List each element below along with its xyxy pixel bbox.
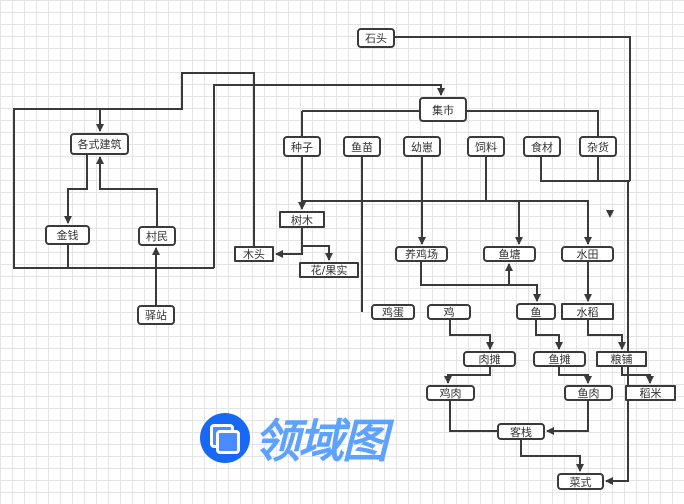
- edge: [13, 108, 104, 269]
- edge: [302, 110, 599, 136]
- node-ingredients[interactable]: 食材: [523, 136, 561, 157]
- node-buildings[interactable]: 各式建筑: [70, 133, 129, 155]
- node-money[interactable]: 金钱: [45, 225, 90, 245]
- edge: [213, 84, 445, 268]
- edge: [540, 157, 630, 182]
- node-seeds[interactable]: 种子: [283, 136, 321, 157]
- edge: [395, 36, 631, 181]
- watermark-logo-icon: [200, 413, 250, 463]
- node-dishes[interactable]: 菜式: [557, 473, 604, 490]
- node-wood[interactable]: 木头: [234, 246, 274, 262]
- node-fish[interactable]: 鱼: [516, 303, 556, 320]
- edge: [449, 320, 494, 350]
- node-cubs[interactable]: 幼崽: [403, 136, 441, 157]
- edge: [302, 245, 333, 261]
- edge: [605, 181, 629, 485]
- stray-arrow: [606, 210, 614, 218]
- edge: [621, 367, 654, 384]
- node-hidden1[interactable]: 鸡蛋: [371, 304, 415, 320]
- node-rice-plant[interactable]: 水稻: [561, 303, 614, 320]
- node-chicken-farm[interactable]: 养鸡场: [395, 246, 448, 262]
- edge: [558, 367, 592, 384]
- node-grain-shop[interactable]: 粮铺: [596, 351, 647, 367]
- node-chicken-meat[interactable]: 鸡肉: [426, 385, 475, 401]
- node-villagers[interactable]: 村民: [138, 226, 176, 246]
- node-feed[interactable]: 饲料: [467, 136, 505, 157]
- node-station[interactable]: 驿站: [137, 305, 175, 325]
- watermark: 领域图: [200, 405, 388, 471]
- node-paddy[interactable]: 水田: [561, 246, 614, 262]
- edge: [420, 262, 513, 286]
- edge: [64, 155, 88, 224]
- node-fry[interactable]: 鱼苗: [343, 136, 381, 157]
- node-fish-pond[interactable]: 鱼塘: [483, 246, 536, 262]
- node-fish-stall[interactable]: 鱼摊: [533, 351, 586, 367]
- edge: [275, 228, 303, 258]
- edge: [546, 401, 589, 435]
- edge: [535, 320, 563, 350]
- node-meat-stall[interactable]: 肉摊: [463, 351, 516, 367]
- edge: [449, 401, 497, 432]
- node-flowers[interactable]: 花/果实: [299, 262, 359, 278]
- node-stone[interactable]: 石头: [357, 28, 395, 48]
- edge: [509, 284, 541, 302]
- watermark-text: 领域图: [254, 414, 388, 468]
- node-rice[interactable]: 稻米: [625, 385, 676, 401]
- edge: [302, 200, 592, 245]
- edge: [100, 72, 255, 262]
- node-hidden2[interactable]: 鸡: [427, 304, 471, 320]
- edge: [520, 440, 584, 472]
- node-inn[interactable]: 客栈: [497, 423, 545, 440]
- edge: [587, 320, 626, 350]
- node-market[interactable]: 集市: [419, 97, 467, 122]
- edge: [444, 367, 491, 384]
- node-fish-meat[interactable]: 鱼肉: [564, 385, 613, 401]
- node-goods[interactable]: 杂货: [579, 136, 617, 157]
- edge: [96, 156, 158, 226]
- node-trees[interactable]: 树木: [279, 211, 325, 228]
